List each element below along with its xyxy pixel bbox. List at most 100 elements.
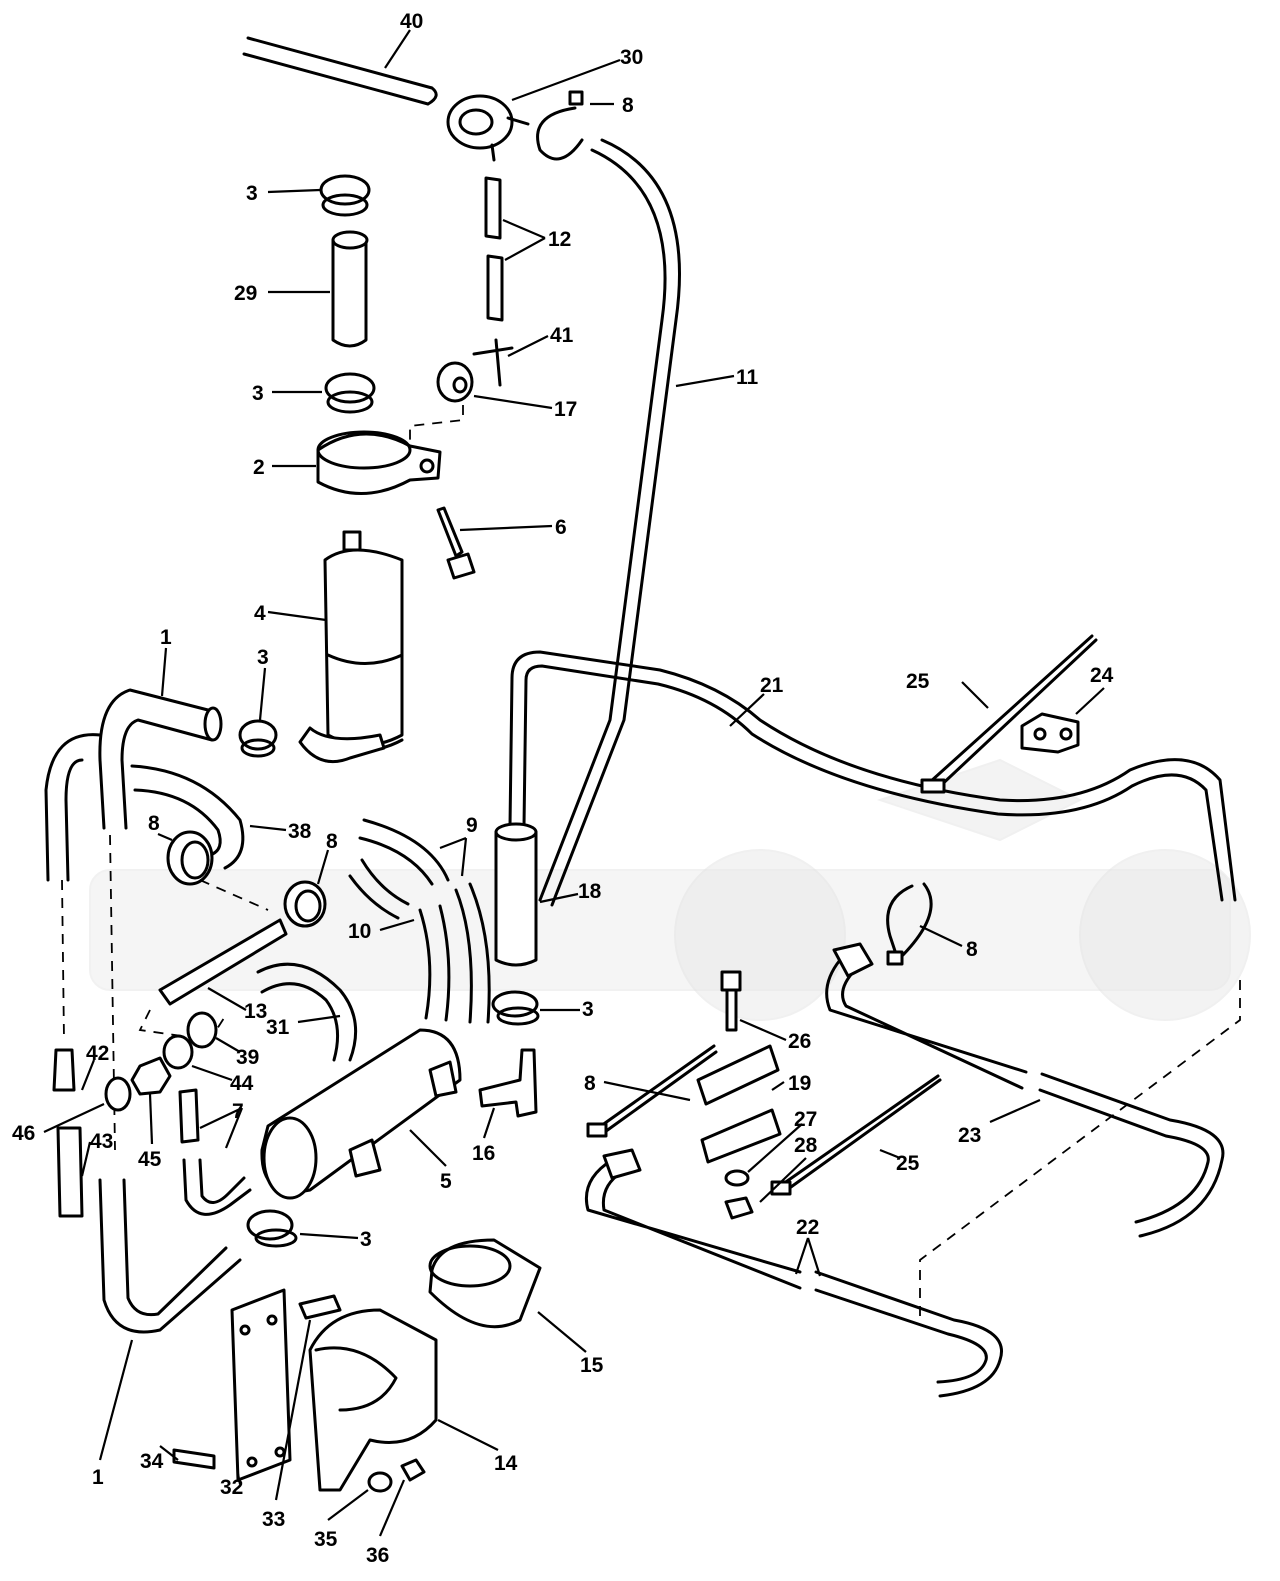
callout-3: 3 [360, 1228, 372, 1251]
part-5-fuel-pump [260, 1028, 462, 1200]
callout-11: 11 [736, 366, 759, 389]
part-16-elbow [478, 1048, 538, 1118]
callout-35: 35 [314, 1528, 338, 1551]
callout-17: 17 [554, 398, 577, 421]
part-12-hose-a [484, 176, 502, 240]
callout-3: 3 [257, 646, 269, 669]
part-8-clamp-right-tab [886, 950, 904, 966]
callout-8: 8 [584, 1072, 596, 1095]
callout-25: 25 [906, 670, 930, 693]
part-24-grommet [1020, 712, 1080, 754]
part-3-clamp-top [319, 174, 371, 217]
part-19-clamp [696, 1044, 782, 1164]
part-32-plate [230, 1288, 292, 1482]
callout-36: 36 [366, 1544, 389, 1567]
part-15-sleeve [428, 1238, 542, 1329]
part-28-nut [724, 1196, 754, 1220]
part-27-washer [724, 1169, 750, 1187]
callout-8: 8 [622, 94, 634, 117]
callout-15: 15 [580, 1354, 604, 1377]
callout-24: 24 [1090, 664, 1114, 687]
part-36-nut [400, 1458, 426, 1482]
part-44-washer [162, 1034, 194, 1070]
watermark-motorcycle-logo [89, 758, 1251, 1021]
part-29-hose [331, 230, 369, 348]
callout-45: 45 [138, 1148, 162, 1171]
part-30-fuel-valve [446, 94, 530, 162]
part-31-hose [256, 962, 358, 1062]
callout-2: 2 [253, 456, 265, 479]
part-6-bolt [436, 506, 476, 580]
part-46-washer [104, 1076, 132, 1112]
part-17-guide-line [409, 405, 464, 444]
part-3-clamp-lower [246, 1209, 298, 1248]
part-26-bolt [720, 970, 742, 1032]
part-3-clamp-right [491, 990, 540, 1026]
part-22-nut [602, 1148, 642, 1180]
part-hose-left-loop [44, 733, 102, 882]
part-10-hose-a [348, 858, 410, 920]
callout-3: 3 [246, 182, 258, 205]
part-21-fuel-line [508, 650, 1237, 902]
part-1-hose-lower [98, 1178, 242, 1334]
callout-16: 16 [472, 1142, 495, 1165]
part-42-fitting [52, 1048, 76, 1092]
callout-30: 30 [620, 46, 643, 69]
part-13-fitting [158, 918, 288, 1006]
part-34-bolt [172, 1448, 216, 1470]
part-8-clamp-a [166, 830, 214, 886]
part-38-hose [130, 764, 245, 870]
callout-4: 4 [254, 602, 266, 625]
callout-12: 12 [548, 228, 571, 251]
callout-1: 1 [160, 626, 172, 649]
part-11-hose [538, 138, 681, 907]
callout-39: 39 [236, 1046, 259, 1069]
callout-27: 27 [794, 1108, 817, 1131]
part-25-tie-lower [778, 1074, 942, 1194]
part-left-guide-lines [61, 834, 116, 1151]
part-10-hose-b [418, 904, 451, 1022]
callout-7: 7 [232, 1100, 244, 1123]
part-25-tie-top [928, 634, 1098, 792]
part-8-clamp-b [283, 880, 327, 928]
part-8-clamp-top [536, 106, 584, 161]
callout-33: 33 [262, 1508, 285, 1531]
part-39-washer [186, 1011, 218, 1049]
part-23-22-guide-line [919, 980, 1241, 1320]
callout-8: 8 [148, 812, 160, 835]
callout-26: 26 [788, 1030, 811, 1053]
callout-32: 32 [220, 1476, 243, 1499]
callout-21: 21 [760, 674, 784, 697]
part-3-clamp-mid [324, 372, 376, 414]
part-45-nut [130, 1056, 172, 1096]
part-25-tie-top-head [920, 778, 946, 794]
part-4-fuel-filter [298, 530, 404, 763]
part-3-clamp-left [238, 719, 278, 758]
callout-6: 6 [555, 516, 567, 539]
part-41-tee [472, 338, 514, 387]
parts-artwork [44, 36, 1241, 1493]
callout-41: 41 [550, 324, 574, 347]
callout-18: 18 [578, 880, 602, 903]
part-23-line [825, 958, 1225, 1238]
callout-labels: 40 30 8 3 12 29 41 11 3 17 2 6 4 1 3 21 … [12, 10, 1114, 1567]
part-22-line [584, 1158, 1003, 1398]
callout-8: 8 [326, 830, 338, 853]
part-8-tie-head [586, 1122, 608, 1138]
callout-14: 14 [494, 1452, 518, 1475]
part-9-hose-a [358, 818, 450, 886]
callout-42: 42 [86, 1042, 109, 1065]
callout-28: 28 [794, 1134, 818, 1157]
callout-29: 29 [234, 282, 257, 305]
part-9-hose-b [454, 882, 491, 1024]
part-17-spacer [436, 361, 474, 403]
part-43-hose [56, 1126, 84, 1218]
callout-25: 25 [896, 1152, 920, 1175]
part-40-hose [242, 36, 438, 106]
callout-19: 19 [788, 1072, 811, 1095]
callout-3: 3 [252, 382, 264, 405]
callout-46: 46 [12, 1122, 35, 1145]
part-35-washer [367, 1471, 393, 1493]
part-14-heat-shield [308, 1308, 438, 1492]
